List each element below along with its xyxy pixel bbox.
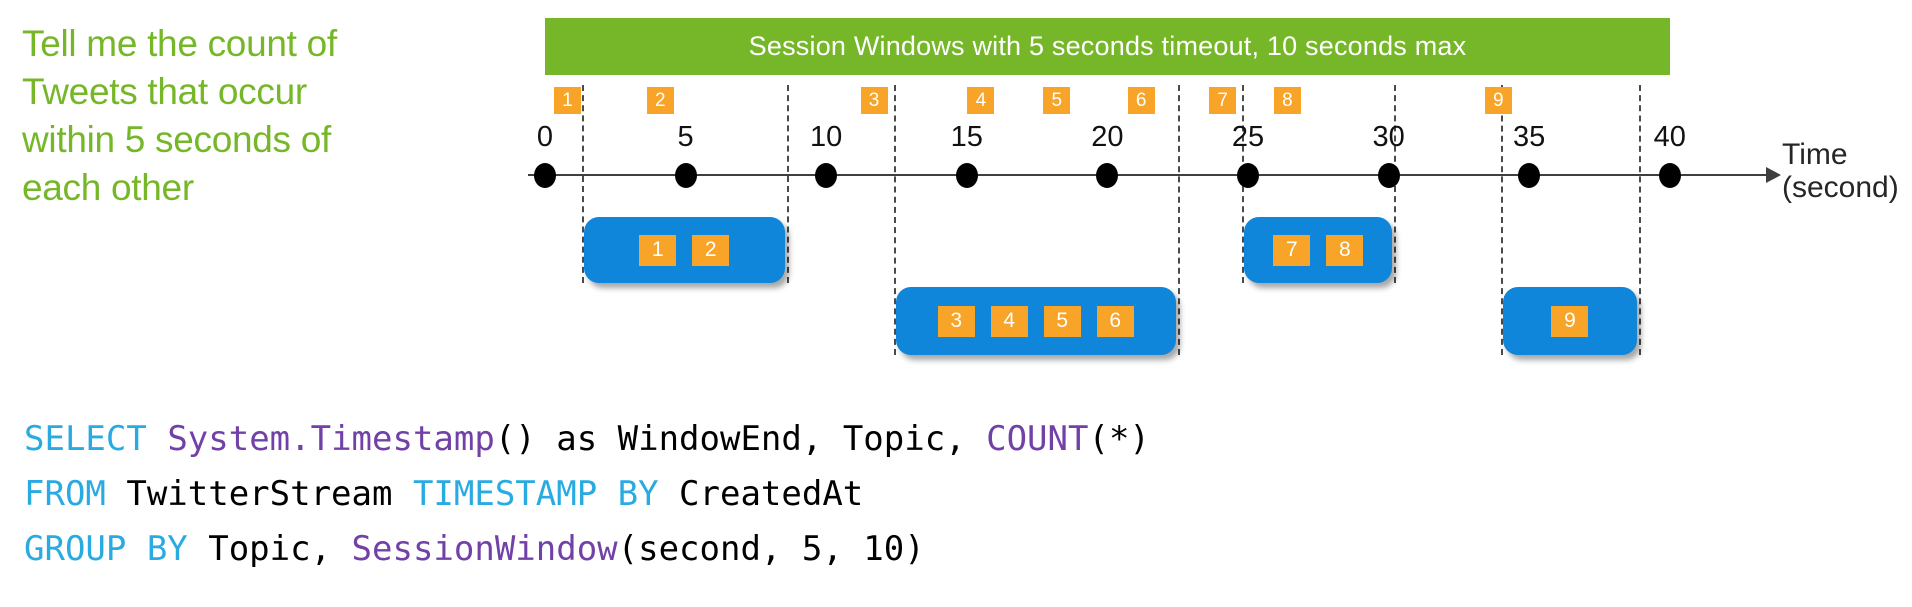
time-axis-label: Time (second)	[1782, 138, 1899, 204]
code-token-plain: TwitterStream	[105, 474, 413, 514]
event-marker: 6	[1127, 87, 1155, 114]
session-window: 9	[1503, 287, 1637, 355]
question-text: Tell me the count of Tweets that occur w…	[22, 23, 337, 208]
code-line: GROUP BY Topic, SessionWindow(second, 5,…	[24, 522, 1150, 577]
event-marker: 5	[1043, 87, 1071, 114]
window-boundary-line	[893, 85, 896, 355]
tick-dot	[674, 163, 697, 188]
event-marker: 2	[646, 87, 674, 114]
code-token-plain: (*)	[1088, 419, 1150, 459]
tick-label: 30	[1372, 121, 1405, 153]
tick-label: 15	[950, 121, 983, 153]
event-chip: 7	[1273, 234, 1311, 266]
code-token-keyword: TIMESTAMP BY	[412, 474, 659, 514]
event-chip: 8	[1326, 234, 1364, 266]
tick-dot	[955, 163, 978, 188]
event-chip: 6	[1096, 305, 1134, 337]
axis-arrow-icon	[1766, 167, 1781, 183]
code-token-plain: Topic,	[187, 529, 352, 569]
window-boundary-line	[1638, 85, 1641, 355]
session-windows-banner: Session Windows with 5 seconds timeout, …	[545, 18, 1670, 75]
event-chip: 5	[1043, 305, 1081, 337]
event-marker: 9	[1484, 87, 1512, 114]
code-token-plain: (second, 5, 10)	[617, 529, 925, 569]
tick-label: 25	[1231, 121, 1265, 153]
code-token-keyword: GROUP BY	[24, 529, 188, 569]
code-token-plain	[147, 419, 167, 459]
code-token-keyword: SELECT	[24, 419, 147, 459]
event-marker: 4	[967, 87, 995, 114]
event-chip: 1	[639, 234, 677, 266]
window-boundary-line	[1177, 85, 1180, 355]
tick-dot	[1377, 163, 1400, 188]
event-chip: 9	[1551, 305, 1589, 337]
code-token-plain: CreatedAt	[658, 474, 864, 514]
code-token-function: COUNT	[986, 419, 1089, 459]
time-axis-line	[528, 174, 1768, 176]
window-boundary-line	[786, 85, 789, 283]
event-marker: 1	[553, 87, 581, 114]
tick-dot	[1237, 163, 1259, 188]
code-line: FROM TwitterStream TIMESTAMP BY CreatedA…	[24, 467, 1150, 522]
banner-label: Session Windows with 5 seconds timeout, …	[748, 31, 1467, 61]
code-token-function: SessionWindow	[351, 529, 618, 569]
tick-label: 5	[677, 121, 694, 153]
event-marker: 3	[860, 87, 888, 114]
tick-label: 40	[1653, 121, 1686, 153]
code-line: SELECT System.Timestamp() as WindowEnd, …	[24, 412, 1150, 467]
tick-dot	[1518, 163, 1541, 188]
event-chip: 3	[937, 305, 975, 337]
event-marker: 8	[1273, 87, 1301, 114]
code-token-function: System.Timestamp	[167, 419, 495, 459]
tick-dot	[1658, 163, 1681, 188]
event-marker: 7	[1209, 87, 1237, 114]
tick-label: 35	[1513, 121, 1546, 153]
code-token-plain: () as WindowEnd, Topic,	[494, 419, 987, 459]
tick-dot	[815, 163, 838, 188]
window-boundary-line	[1501, 85, 1504, 355]
code-block: SELECT System.Timestamp() as WindowEnd, …	[24, 412, 1150, 577]
window-boundary-line	[581, 85, 584, 283]
tick-dot	[534, 163, 556, 188]
code-token-keyword: FROM	[24, 474, 106, 514]
event-chip: 2	[692, 234, 730, 266]
event-chip: 4	[990, 305, 1028, 337]
tick-label: 20	[1091, 121, 1124, 153]
tick-dot	[1096, 163, 1119, 188]
tick-label: 10	[810, 121, 843, 153]
tick-label: 0	[536, 121, 554, 153]
